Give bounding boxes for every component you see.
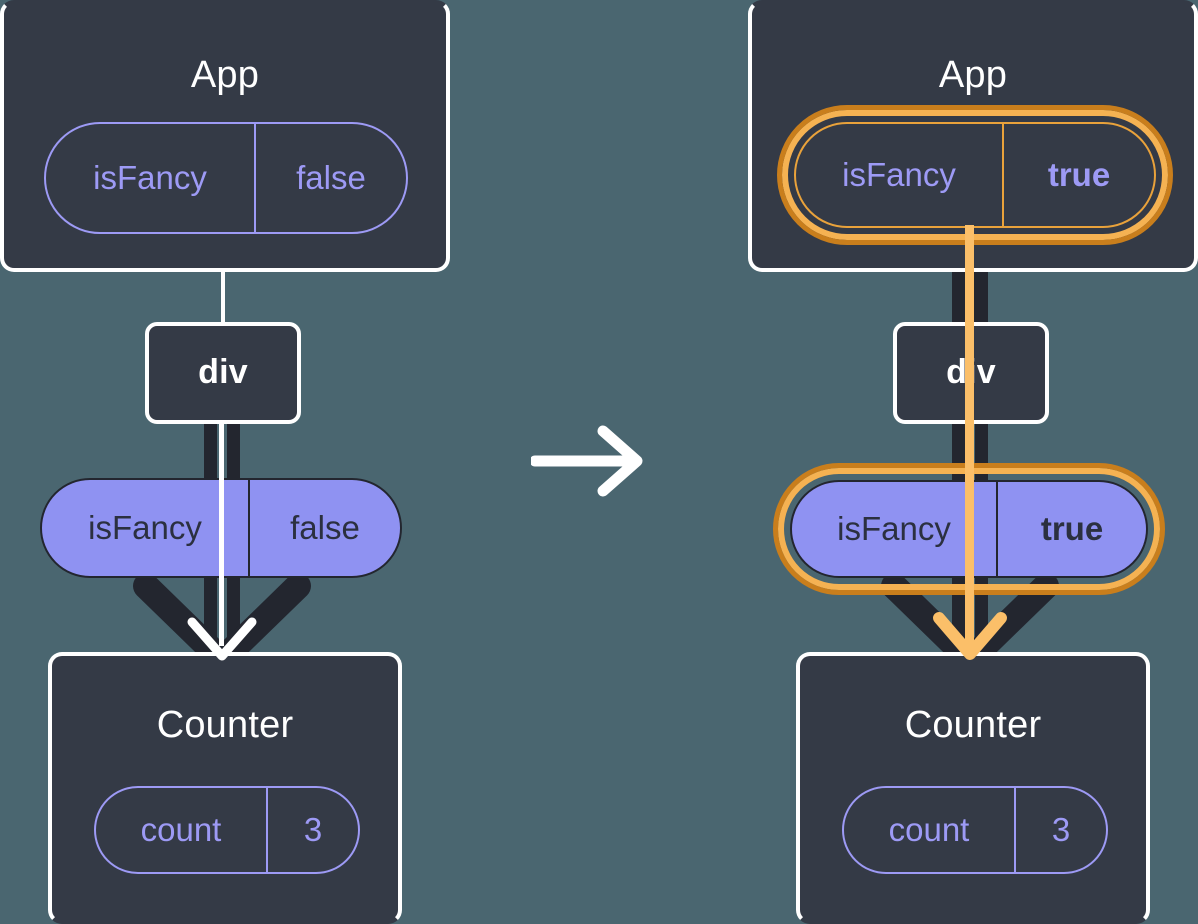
app-state-key: isFancy (842, 156, 956, 193)
counter-state-key: count (888, 811, 970, 848)
app-component-box[interactable]: App isFancy false (0, 0, 450, 272)
prop-value: true (996, 482, 1146, 576)
counter-state-value: 3 (1014, 788, 1106, 872)
app-state-pill[interactable]: isFancy false (44, 122, 408, 234)
connector-core-line-highlighted (965, 225, 974, 646)
app-state-value: false (254, 124, 406, 232)
transition-arrow-icon (531, 425, 643, 497)
after-state-panel: App isFancy true div isFancy true (732, 0, 1198, 924)
app-state-highlight-ring (777, 105, 1173, 245)
counter-state-pill[interactable]: count 3 (842, 786, 1108, 874)
div-element-box[interactable]: div (145, 322, 301, 424)
prop-value: false (248, 480, 400, 576)
counter-state-value: 3 (266, 788, 358, 872)
div-title: div (198, 353, 248, 391)
connector-core-line (219, 424, 224, 646)
counter-title: Counter (904, 704, 1042, 746)
connector-app-to-div (221, 266, 225, 326)
counter-state-key: count (140, 811, 222, 848)
app-title: App (938, 54, 1008, 96)
counter-component-box[interactable]: Counter count 3 (796, 652, 1150, 924)
app-state-pill[interactable]: isFancy true (794, 122, 1156, 228)
before-state-panel: App isFancy false div isFancy false Coun… (0, 0, 450, 924)
arrow-head-highlighted (933, 612, 1007, 660)
app-title: App (190, 54, 260, 96)
app-state-value: true (1002, 124, 1154, 226)
counter-component-box[interactable]: Counter count 3 (48, 652, 402, 924)
counter-state-pill[interactable]: count 3 (94, 786, 360, 874)
app-state-key: isFancy (93, 159, 207, 196)
prop-key: isFancy (837, 510, 951, 547)
prop-key: isFancy (88, 509, 202, 546)
arrow-head-light (187, 617, 257, 661)
counter-title: Counter (156, 704, 294, 746)
